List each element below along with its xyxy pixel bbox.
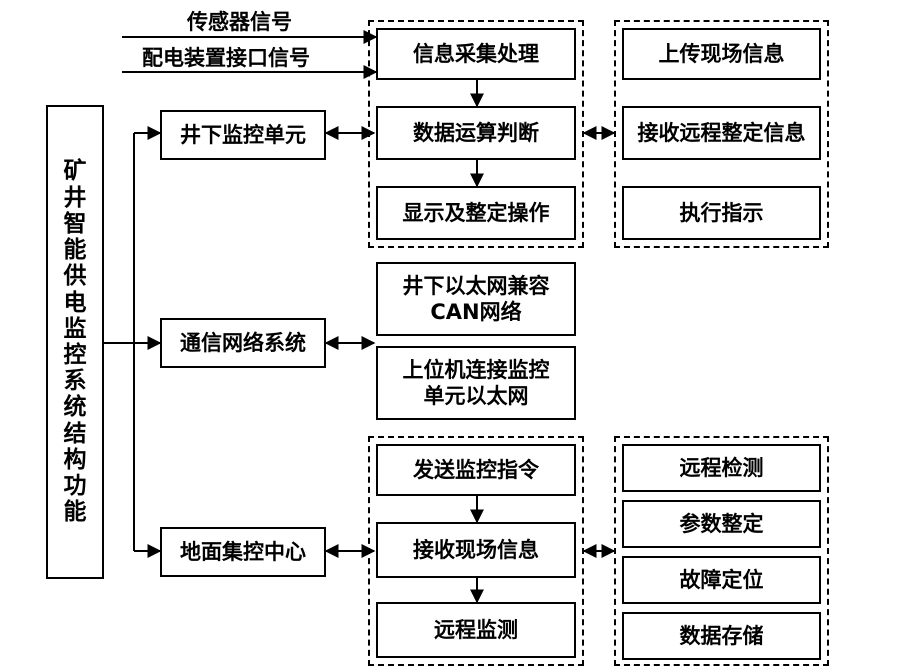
step-compute: 数据运算判断	[376, 106, 576, 160]
root-box: 矿井智能供电监控系统结构功能	[46, 105, 104, 579]
network-can: 井下以太网兼容 CAN网络	[376, 262, 576, 336]
group-surface-steps	[368, 436, 584, 666]
branch-surface: 地面集控中心	[160, 527, 326, 577]
function-remote-detect: 远程检测	[622, 444, 821, 492]
function-upload: 上传现场信息	[622, 28, 821, 80]
distribution-signal-label: 配电装置接口信号	[142, 46, 310, 70]
function-fault-locate: 故障定位	[622, 556, 821, 604]
step-collect: 信息采集处理	[376, 28, 576, 80]
step-send-commands: 发送监控指令	[376, 444, 576, 496]
root-label: 矿井智能供电监控系统结构功能	[63, 158, 87, 526]
group-underground-functions	[614, 20, 829, 248]
step-remote-monitor: 远程监测	[376, 602, 576, 658]
function-execute: 执行指示	[622, 186, 821, 240]
branch-network: 通信网络系统	[160, 318, 326, 368]
step-display: 显示及整定操作	[376, 186, 576, 240]
function-param-setting: 参数整定	[622, 500, 821, 548]
group-underground-steps	[368, 20, 584, 248]
step-receive-info: 接收现场信息	[376, 522, 576, 578]
group-surface-functions	[614, 436, 829, 666]
function-data-storage: 数据存储	[622, 612, 821, 660]
sensor-signal-label: 传感器信号	[187, 10, 292, 34]
network-ethernet: 上位机连接监控 单元以太网	[376, 346, 576, 420]
branch-underground: 井下监控单元	[160, 110, 326, 160]
function-receive-settings: 接收远程整定信息	[622, 106, 821, 160]
